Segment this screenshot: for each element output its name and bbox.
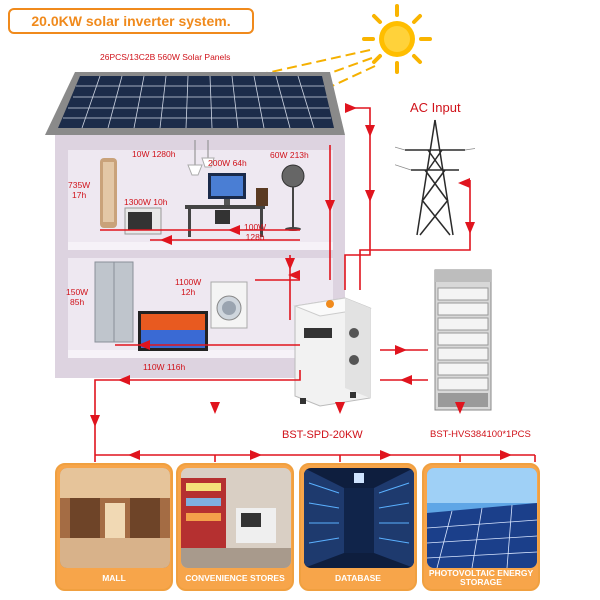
load-tv-label: 110W 116h: [143, 362, 186, 372]
solar-panels-caption: 26PCS/13C2B 560W Solar Panels: [100, 52, 231, 62]
application-label: MALL: [102, 572, 126, 583]
load-microwave-label: 1300W 10h: [124, 197, 168, 207]
sun-icon: [362, 4, 432, 74]
photovoltaic-photo: [427, 468, 537, 568]
database-photo: [304, 468, 414, 568]
application-label: CONVENIENCE STORES: [185, 572, 285, 583]
pylon-icon: [395, 119, 475, 236]
ac-input-label: AC Input: [410, 100, 461, 115]
load-fan-label: 60W 213h: [270, 150, 309, 160]
application-label: PHOTOVOLTAIC ENERGY STORAGE: [428, 568, 534, 587]
load-lamp-label: 10W 1280h: [132, 149, 176, 159]
diagram-title: 20.0KW solar inverter system.: [8, 8, 254, 34]
battery-label: BST-HVS384100*1PCS: [430, 429, 531, 440]
application-card-convenience-stores: CONVENIENCE STORES: [176, 463, 294, 591]
application-card-mall: MALL: [55, 463, 173, 591]
convenience-store-photo: [181, 468, 291, 568]
application-card-database: DATABASE: [299, 463, 417, 591]
battery-rack: [434, 269, 492, 411]
inverter: [293, 297, 372, 407]
application-label: DATABASE: [335, 572, 381, 583]
application-card-photovoltaic-energy-storage: PHOTOVOLTAIC ENERGY STORAGE: [422, 463, 540, 591]
load-computer-label: 200W 64h: [208, 158, 247, 168]
mall-photo: [60, 468, 170, 568]
inverter-label: BST-SPD-20KW: [282, 429, 363, 441]
